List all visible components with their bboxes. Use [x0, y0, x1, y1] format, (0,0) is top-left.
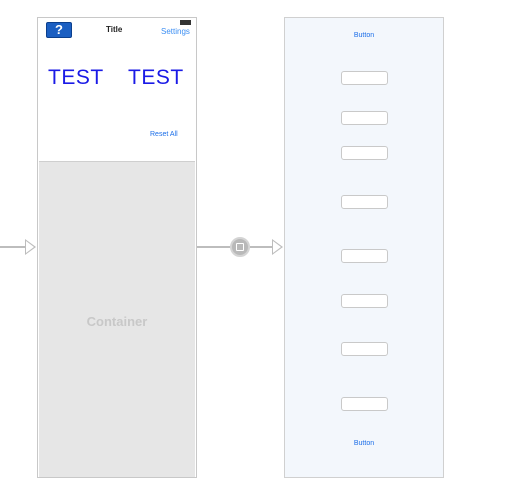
bottom-button[interactable]: Button [353, 440, 375, 447]
segue-icon-glyph [236, 243, 244, 251]
top-button[interactable]: Button [353, 32, 375, 39]
embed-segue-icon[interactable] [230, 237, 250, 257]
container-label: Container [86, 314, 148, 329]
text-field[interactable] [341, 146, 388, 160]
container-view[interactable]: Container [39, 161, 195, 477]
text-field[interactable] [341, 249, 388, 263]
view-controller-scene[interactable]: ? Title Settings TEST TEST Reset All Con… [37, 17, 197, 478]
text-field[interactable] [341, 71, 388, 85]
navigation-bar: ? Title Settings [38, 18, 196, 42]
test-label-right: TEST [128, 66, 184, 89]
text-field[interactable] [341, 111, 388, 125]
help-button[interactable]: ? [46, 22, 72, 38]
settings-button[interactable]: Settings [161, 27, 190, 36]
reset-all-button[interactable]: Reset All [150, 131, 178, 138]
text-field[interactable] [341, 342, 388, 356]
initial-segue-arrow-icon [25, 239, 36, 255]
battery-icon [180, 20, 191, 25]
nav-title: Title [106, 25, 123, 34]
embed-segue-line-end [250, 246, 274, 248]
text-field[interactable] [341, 195, 388, 209]
test-label-left: TEST [48, 66, 104, 89]
text-field[interactable] [341, 397, 388, 411]
embed-segue-arrow-icon [272, 239, 283, 255]
initial-segue-line [0, 246, 28, 248]
embed-segue-line [197, 246, 230, 248]
text-field[interactable] [341, 294, 388, 308]
embedded-view-controller-scene[interactable]: Button Button [284, 17, 444, 478]
